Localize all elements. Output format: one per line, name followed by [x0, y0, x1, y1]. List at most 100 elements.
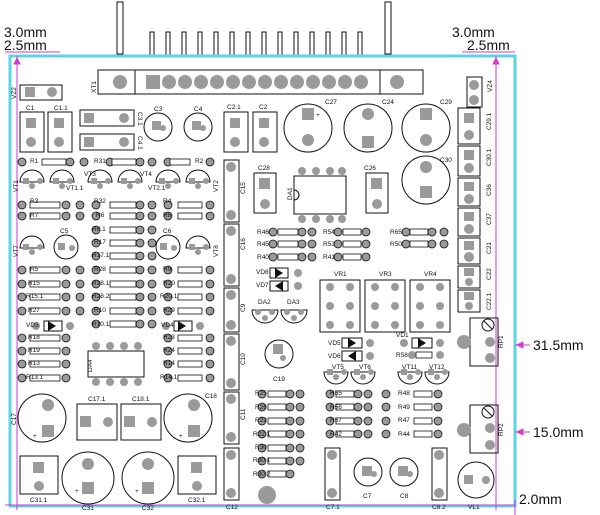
label-r3: R3 — [30, 198, 39, 205]
label-r6: R6 — [96, 212, 105, 219]
dim-right-2: 15.0mm — [533, 424, 584, 440]
cap-c2-1 — [223, 111, 249, 153]
cap-c8-2 — [431, 447, 448, 501]
label-r18: R18 — [28, 334, 40, 341]
label-c15: C15 — [240, 182, 247, 194]
connector-xt1 — [97, 69, 424, 95]
label-c8: C8 — [400, 493, 409, 500]
label-vz2: VZ2 — [11, 87, 18, 99]
label-da1: DA1 — [287, 187, 294, 200]
cap-c22 — [457, 265, 481, 289]
label-r50: R50 — [390, 241, 402, 248]
label-c1-1: C1.1 — [54, 105, 68, 112]
ic-da2-da3 — [251, 309, 308, 324]
label-vt6: VT6 — [359, 364, 371, 371]
label-c22: C22 — [486, 268, 493, 280]
cap-c21 — [457, 237, 481, 265]
label-r30: R30 — [255, 444, 267, 451]
plus-c31: + — [75, 488, 79, 495]
plus-c18: + — [179, 433, 183, 440]
label-c29-1: C29.1 — [486, 112, 493, 130]
label-r19: R19 — [28, 347, 40, 354]
label-r2: R2 — [195, 158, 204, 165]
label-r5: R5 — [30, 266, 39, 273]
label-r48: R48 — [398, 390, 410, 397]
dim-top-left-b: 2.5mm — [4, 37, 47, 53]
component-vz2 — [19, 84, 63, 101]
label-r23: R23 — [163, 334, 175, 341]
label-vd7: VD7 — [256, 282, 269, 289]
ic-da4 — [87, 342, 145, 386]
cap-c29 — [401, 103, 451, 153]
label-r14: R14 — [163, 360, 175, 367]
label-c16: C16 — [240, 238, 247, 250]
label-c32-1: C32.1 — [188, 497, 206, 504]
cap-c31 — [61, 451, 115, 505]
label-vr1: VR1 — [334, 271, 347, 278]
label-c17: C17 — [11, 413, 18, 425]
label-c19: C19 — [273, 376, 285, 383]
resistor-array-left — [17, 157, 215, 383]
label-r58: R58 — [396, 352, 408, 359]
label-r46: R46 — [257, 229, 269, 236]
label-c31-1: C31.1 — [30, 497, 48, 504]
label-vt11: VT11 — [402, 364, 417, 371]
cap-c3 — [143, 112, 173, 142]
label-vr4: VR4 — [424, 271, 437, 278]
label-c12: C12 — [226, 504, 238, 511]
label-c3: C3 — [154, 106, 163, 113]
cap-c30 — [401, 155, 451, 205]
cap-c19 — [264, 339, 294, 369]
label-rp2: RP2 — [498, 423, 505, 436]
dim-right-1: 31.5mm — [533, 337, 584, 353]
label-c24: C24 — [382, 99, 394, 106]
label-c3-1: C3.1 — [136, 112, 143, 126]
cap-c32 — [121, 451, 175, 505]
cap-c26 — [365, 172, 389, 214]
dim-top-left-a: 3.0mm — [4, 24, 47, 40]
label-r30-1: R30.1 — [253, 457, 271, 464]
label-c28: C28 — [258, 165, 270, 172]
label-r55: R55 — [330, 390, 342, 397]
cap-c4-1 — [79, 133, 135, 151]
label-r22-1: R22.1 — [253, 431, 271, 438]
cap-c1 — [19, 111, 45, 153]
label-c32: C32 — [142, 505, 154, 512]
led-vl1 — [457, 461, 495, 499]
transistor-row-top — [19, 169, 211, 189]
label-r17: R17 — [94, 239, 106, 246]
label-c1: C1 — [26, 105, 35, 112]
label-c26: C26 — [364, 165, 376, 172]
label-vt4: VT4 — [140, 171, 152, 178]
diodes-vd5-vd6 — [341, 337, 374, 362]
label-c27: C27 — [325, 99, 337, 106]
plus-c32: + — [135, 488, 139, 495]
label-r10-1: R10.1 — [92, 321, 110, 328]
label-c2: C2 — [259, 104, 268, 111]
label-vd8: VD8 — [256, 269, 269, 276]
label-vt12: VT12 — [429, 364, 445, 371]
dim-bottom-right: 2.0mm — [519, 491, 562, 507]
label-r25: R25 — [255, 390, 267, 397]
plus-c17: + — [33, 433, 37, 440]
label-c7: C7 — [363, 493, 372, 500]
label-vd3: VD3 — [26, 322, 39, 329]
label-da2: DA2 — [258, 299, 271, 306]
label-vt2-1: VT2.1 — [148, 185, 166, 192]
label-vt1: VT1 — [13, 180, 20, 192]
cap-c37 — [457, 207, 481, 237]
label-r28: R28 — [94, 266, 106, 273]
trimmer-rp1 — [457, 317, 499, 367]
label-c7-1: C7.1 — [326, 504, 340, 511]
cap-c18 — [163, 393, 213, 443]
cap-c28 — [253, 172, 277, 214]
label-vz4: VZ4 — [487, 80, 494, 92]
label-r13-1: R13.1 — [26, 374, 44, 381]
label-c4-1: C4.1 — [136, 136, 143, 150]
cap-c8 — [389, 457, 419, 487]
cap-c2 — [252, 111, 278, 153]
label-c22-1: C22.1 — [486, 292, 493, 310]
label-r56: R56 — [330, 404, 342, 411]
label-r20: R20 — [163, 280, 175, 287]
cap-c7-1 — [324, 447, 341, 501]
